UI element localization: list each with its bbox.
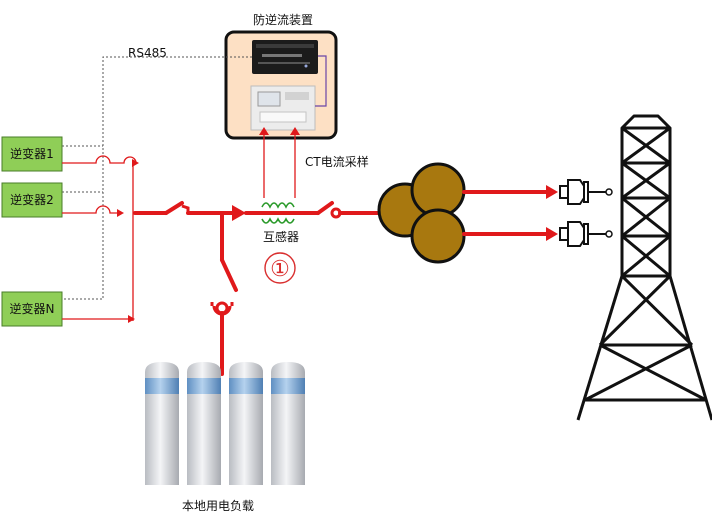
inverter-2-label: 逆变器2 (10, 192, 54, 207)
current-transformer (261, 202, 295, 224)
tank-3 (229, 362, 263, 485)
inverter-2: 逆变器2 (1, 182, 63, 218)
inverter-1-label: 逆变器1 (10, 146, 54, 161)
inverter-n-label: 逆变器N (10, 301, 55, 316)
rs485-label: RS485 (128, 46, 167, 60)
tank-4 (271, 362, 305, 485)
ct-number: ① (270, 257, 290, 282)
inverter-feeders (62, 155, 139, 323)
outgoing-lines (462, 185, 558, 241)
transmission-tower (576, 114, 712, 421)
inverter-n: 逆变器N (1, 291, 63, 327)
tank-1 (145, 362, 179, 485)
device-title: 防逆流装置 (253, 12, 313, 27)
insulator-upper (559, 179, 613, 205)
load-label: 本地用电负载 (182, 499, 254, 513)
inverter-1: 逆变器1 (1, 136, 63, 172)
ct-sampling-lines (259, 127, 300, 198)
ct-sampling-label: CT电流采样 (305, 154, 369, 169)
load-tanks (145, 362, 305, 485)
ct-marker: ① (264, 252, 296, 284)
controller-module (252, 40, 318, 74)
load-branch (210, 211, 238, 376)
rs485-bus (62, 56, 252, 300)
main-bus (133, 201, 380, 221)
anti-backflow-device: 防逆流装置 (224, 12, 338, 140)
meter-module (250, 85, 316, 131)
power-transformer (377, 162, 466, 264)
tank-2 (187, 362, 221, 485)
insulator-lower (559, 221, 613, 247)
ct-label: 互感器 (263, 229, 299, 244)
